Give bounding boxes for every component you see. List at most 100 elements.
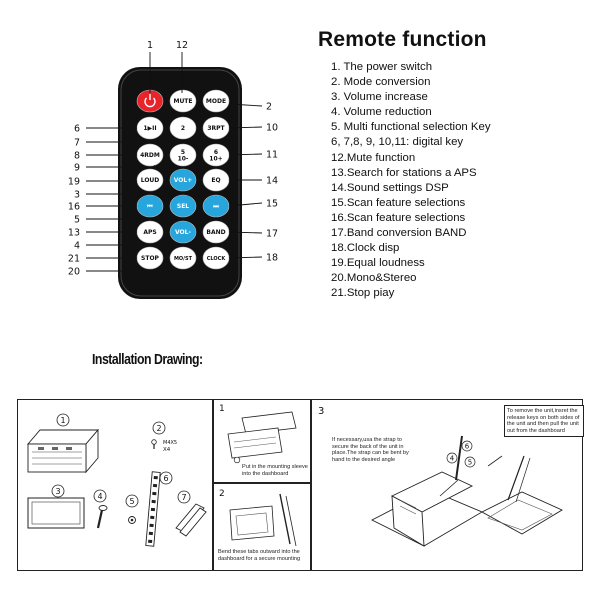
step-number: 1 <box>219 404 225 414</box>
remote-button-cap[interactable] <box>136 89 164 113</box>
remote-button-cap[interactable] <box>202 89 230 113</box>
remote-button-label: EQ <box>211 177 220 184</box>
callout-arrowhead <box>133 230 137 234</box>
callout-number: 12 <box>176 40 188 51</box>
remote-button-cap[interactable] <box>136 168 164 192</box>
step-2-note: Bend these tabs outward into the dashboa… <box>218 549 301 562</box>
part-number-badge <box>56 413 70 427</box>
remote-button[interactable]: BAND <box>202 220 230 244</box>
step-3-panel: 3 6 4 5 If necessary,usa the strap to se… <box>311 399 584 571</box>
callout-number: 9 <box>74 163 80 174</box>
remote-button[interactable]: 2 <box>169 116 197 140</box>
step-1-panel: 1 Put in the mounting sleeve into the da… <box>213 399 311 483</box>
head-unit-drawing <box>27 428 99 474</box>
remote-button[interactable]: 1▶II <box>136 116 164 140</box>
remote-button[interactable]: VOL- <box>169 220 197 244</box>
remote-button-label: 6 <box>214 149 218 156</box>
remote-button[interactable]: CLOCK <box>202 246 230 270</box>
parts-illustration: 1 2 3 4 5 6 7 M4X5 X4 <box>27 413 207 547</box>
callout-number: 15 <box>266 199 278 210</box>
callout-arrowhead <box>154 269 158 273</box>
callout-number: 19 <box>68 177 80 188</box>
remote-button-label: 10- <box>178 155 189 162</box>
function-item: 19.Equal loudness <box>331 257 425 270</box>
remote-button-label: 10+ <box>209 155 222 162</box>
part-number-badge <box>152 421 166 435</box>
callout-number: 4 <box>74 241 80 252</box>
callout-number: 18 <box>266 253 278 264</box>
remote-button[interactable]: ⏭ <box>202 194 230 218</box>
callout-arrowhead <box>133 126 137 130</box>
function-item: 3. Volume increase <box>331 91 428 104</box>
remote-button[interactable]: MO/ST <box>169 246 197 270</box>
remote-button[interactable]: STOP <box>136 246 164 270</box>
remote-function-list: 1. The power switch 2. Mode conversion 3… <box>331 60 491 302</box>
function-item: 18.Clock disp <box>331 242 400 255</box>
remote-button-label: STOP <box>141 255 160 262</box>
remote-button-label: APS <box>143 229 156 236</box>
callout-number: 8 <box>74 151 80 162</box>
screw-drawing <box>96 505 108 529</box>
callout-number: 6 <box>74 124 80 135</box>
remote-button-label: 3RPT <box>207 125 225 132</box>
remote-button[interactable]: MUTE <box>169 89 197 113</box>
function-item: 20.Mono&Stereo <box>331 272 417 285</box>
callout-arrowhead <box>133 179 137 183</box>
remote-button[interactable]: VOL+ <box>169 168 197 192</box>
callout-number: 11 <box>266 150 278 161</box>
remote-button[interactable]: LOUD <box>136 168 164 192</box>
remote-button-cap[interactable] <box>169 89 197 113</box>
remote-button-label: MODE <box>206 98 226 105</box>
function-item: 15.Scan feature selections <box>331 196 466 209</box>
part-number: 5 <box>129 497 134 506</box>
remote-button-cap[interactable] <box>169 116 197 140</box>
callout-arrowhead <box>133 204 137 208</box>
remote-button-label: ⏭ <box>213 203 219 210</box>
step-2-panel: 2 Bend these tabs outward into the dashb… <box>213 483 311 571</box>
callout-number: 14 <box>266 176 278 187</box>
remote-button[interactable]: EQ <box>202 168 230 192</box>
remote-button[interactable]: ⏮ <box>136 194 164 218</box>
remote-button-cap[interactable] <box>169 220 197 244</box>
remote-button[interactable]: APS <box>136 220 164 244</box>
remote-button[interactable]: MODE <box>202 89 230 113</box>
part-number-badge <box>125 494 139 508</box>
remote-button[interactable]: 510- <box>169 143 197 167</box>
callout-line <box>228 126 263 129</box>
remote-button[interactable]: SEL <box>169 194 197 218</box>
remote-button[interactable]: 610+ <box>202 143 230 167</box>
remote-button[interactable] <box>136 89 164 113</box>
part-number: 4 <box>97 492 102 501</box>
function-item: 5. Multi functional selection Key <box>331 121 491 134</box>
callout-arrowhead <box>166 192 170 196</box>
remote-body-edge <box>120 69 240 297</box>
function-item: 1. The power switch <box>331 61 433 73</box>
release-keys-drawing <box>175 503 207 537</box>
callout-number: 10 <box>266 123 278 134</box>
callout-arrowhead <box>154 165 158 169</box>
part-number: 5 <box>468 459 472 467</box>
remote-button-cap[interactable] <box>169 246 197 270</box>
callout-number: 5 <box>74 215 80 226</box>
part-number: 6 <box>163 474 168 483</box>
step-number: 2 <box>219 489 225 499</box>
callout-arrowhead <box>133 256 137 260</box>
function-item: 4. Volume reduction <box>331 106 432 119</box>
remote-button-cap[interactable] <box>169 143 197 167</box>
parts-panel: 1 2 3 4 5 6 7 M4X5 X4 <box>17 399 213 571</box>
remote-button[interactable]: 3RPT <box>202 116 230 140</box>
function-item: 21.Stop piay <box>331 287 395 300</box>
remote-button-label: SEL <box>177 203 189 210</box>
screw-quantity: X4 <box>163 447 171 453</box>
callout-number: 13 <box>68 228 80 239</box>
remote-button-cap[interactable] <box>169 194 197 218</box>
part-number-badge <box>177 490 191 504</box>
callout-number: 16 <box>68 202 80 213</box>
remote-button[interactable]: 4RDM <box>136 143 164 167</box>
step-1-note: Put in the mounting sleeve into the dash… <box>242 464 308 477</box>
remote-button-cap[interactable] <box>169 168 197 192</box>
remove-note: To remove the unit,insret the release ke… <box>504 405 584 438</box>
